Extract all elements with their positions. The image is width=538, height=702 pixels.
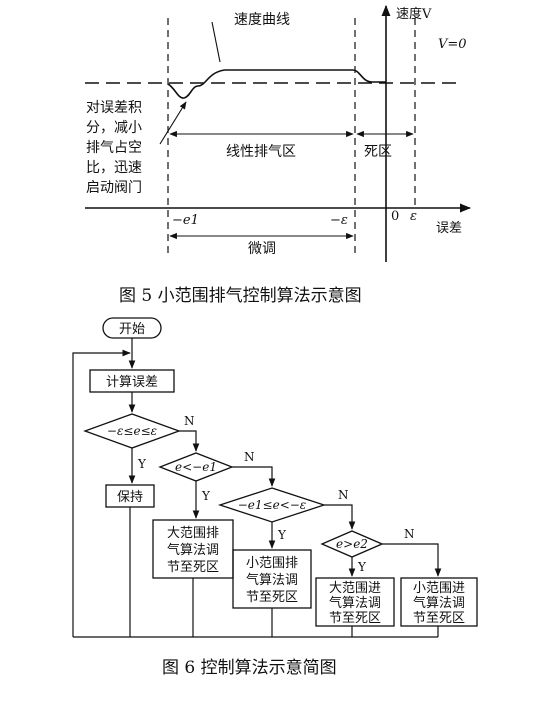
x-axis-label: 误差 (436, 221, 462, 236)
small-intake-line-2: 气算法调 (413, 595, 465, 611)
small-exhaust-line-1: 小范围排 (246, 556, 298, 571)
arrow-cond2-no (232, 466, 276, 487)
large-exhaust-line-2: 气算法调 (167, 542, 219, 558)
arrow-cond4-no (382, 543, 442, 577)
large-intake-line-2: 气算法调 (329, 595, 381, 611)
y-axis-label: 速度V (396, 6, 432, 22)
cond3-no-label: N (338, 488, 349, 502)
small-exhaust-line-3: 节至死区 (246, 590, 298, 605)
note-line-2: 分，减小 (86, 120, 142, 136)
note-line-3: 排气占空 (86, 140, 142, 156)
cond4-no-label: N (404, 527, 415, 541)
note-line-1: 对误差积 (86, 100, 142, 116)
cond2-yes-label: Y (201, 489, 211, 503)
cond3-yes-label: Y (277, 528, 287, 542)
figure6-caption: 图 6 控制算法示意简图 (162, 658, 337, 678)
note-pointer (159, 101, 187, 145)
cond4-label: e>e2 (336, 537, 368, 551)
speed-curve (167, 69, 386, 99)
cond2-no-label: N (244, 450, 255, 464)
tick-eps: ε (410, 209, 417, 224)
tick-zero: 0 (391, 209, 399, 224)
small-exhaust-line-2: 气算法调 (246, 572, 298, 588)
loop-back-line (72, 349, 131, 637)
large-intake-line-3: 节至死区 (329, 611, 381, 626)
arrow-cond3-no (324, 504, 356, 530)
tick-neg-e1: −e1 (172, 213, 199, 228)
arrow-cond1-no (179, 430, 200, 452)
compute-error-label: 计算误差 (106, 375, 158, 390)
v-zero-label: V=0 (438, 37, 467, 52)
small-intake-line-3: 节至死区 (413, 611, 465, 626)
speed-curve-label: 速度曲线 (234, 12, 290, 28)
cond1-no-label: N (184, 414, 195, 428)
note-line-4: 比，迅速 (86, 160, 142, 176)
figure6: 开始 计算误差 −ε≤e≤ε Y 保持 N e<−e1 Y 大范围排 气算法调 … (72, 317, 478, 678)
cond2-label: e<−e1 (175, 460, 217, 474)
start-label: 开始 (119, 322, 145, 337)
large-intake-box (315, 577, 395, 627)
dead-zone-label: 死区 (364, 144, 392, 160)
large-intake-line-1: 大范围进 (329, 581, 381, 596)
speed-curve-pointer (211, 21, 221, 63)
fine-tune-label: 微调 (248, 241, 276, 257)
cond1-label: −ε≤e≤ε (107, 424, 157, 438)
cond1-yes-label: Y (137, 457, 147, 471)
large-exhaust-line-3: 节至死区 (167, 560, 219, 575)
small-intake-box (400, 577, 478, 627)
cond3-label: −e1≤e<−ε (238, 498, 307, 512)
figure5-caption: 图 5 小范围排气控制算法示意图 (119, 286, 362, 306)
hold-label: 保持 (117, 490, 143, 505)
linear-zone-label: 线性排气区 (226, 144, 296, 160)
note-line-5: 启动阀门 (86, 180, 142, 196)
large-exhaust-line-1: 大范围排 (167, 526, 219, 541)
small-intake-line-1: 小范围进 (413, 581, 465, 596)
figure5: 速度曲线 速度V V=0 对误差积 分，减小 排气占空 比，迅速 启动阀门 线性… (85, 4, 472, 306)
cond4-yes-label: Y (357, 560, 367, 574)
tick-neg-eps: −ε (330, 213, 348, 228)
